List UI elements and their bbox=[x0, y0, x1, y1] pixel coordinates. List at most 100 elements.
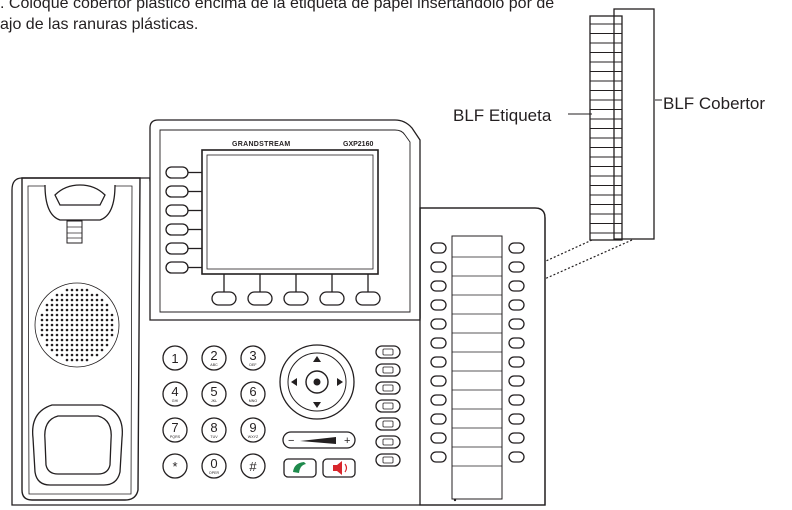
arrow-right-icon bbox=[337, 378, 343, 386]
blf-key-left-1[interactable] bbox=[430, 242, 447, 254]
keypad-digit: 8 bbox=[210, 420, 217, 435]
blf-key-right-3[interactable] bbox=[508, 280, 525, 292]
keypad-digit: 5 bbox=[210, 384, 217, 399]
blf-key-left-9[interactable] bbox=[430, 394, 447, 406]
mute-button[interactable] bbox=[375, 453, 401, 467]
blf-key-left-7[interactable] bbox=[430, 356, 447, 368]
speaker-grille bbox=[34, 282, 120, 368]
line-key-1[interactable] bbox=[165, 166, 202, 179]
blf-key-right-11[interactable] bbox=[508, 432, 525, 444]
instruction-line-1: . Coloque cobertor plástico encima de la… bbox=[0, 0, 555, 12]
blf-key-right-6[interactable] bbox=[508, 337, 525, 349]
keypad-letters: DEF bbox=[249, 363, 257, 367]
blf-key-right-1[interactable] bbox=[508, 242, 525, 254]
line-key-5[interactable] bbox=[165, 242, 202, 255]
conference-button[interactable] bbox=[375, 399, 401, 413]
handset bbox=[21, 177, 141, 501]
keypad-key-hash[interactable]: # bbox=[240, 453, 266, 479]
keypad-digit: 0 bbox=[210, 456, 217, 471]
blf-key-left-4[interactable] bbox=[430, 299, 447, 311]
soft-key-3[interactable] bbox=[283, 274, 309, 306]
blf-key-right-8[interactable] bbox=[508, 375, 525, 387]
instruction-text: . Coloque cobertor plástico encima de la… bbox=[0, 0, 780, 35]
arrow-up-icon bbox=[313, 356, 321, 362]
brand-logo: GRANDSTREAM bbox=[232, 141, 291, 148]
keypad-letters: GHI bbox=[172, 399, 178, 403]
line-key-2[interactable] bbox=[165, 185, 202, 198]
volume-plus-label: + bbox=[344, 435, 350, 447]
keypad-digit: 1 bbox=[171, 351, 178, 366]
keypad-key-star[interactable]: * bbox=[162, 453, 188, 479]
soft-key-5[interactable] bbox=[355, 274, 381, 306]
volume-minus-label: − bbox=[288, 435, 294, 447]
headset-button[interactable] bbox=[375, 435, 401, 449]
instruction-line-2: ajo de las ranuras plásticas. bbox=[0, 16, 199, 33]
blf-module bbox=[419, 207, 546, 506]
blf-key-right-9[interactable] bbox=[508, 394, 525, 406]
line-key-3[interactable] bbox=[165, 204, 202, 217]
keypad-digit: 7 bbox=[171, 420, 178, 435]
line-key-4[interactable] bbox=[165, 223, 202, 236]
model-label: GXP2160 bbox=[343, 141, 373, 148]
handset-icon bbox=[293, 462, 306, 473]
blf-key-left-10[interactable] bbox=[430, 413, 447, 425]
blf-key-right-4[interactable] bbox=[508, 299, 525, 311]
blf-key-left-11[interactable] bbox=[430, 432, 447, 444]
navigation-pad[interactable] bbox=[279, 344, 355, 420]
blf-key-left-12[interactable] bbox=[430, 451, 447, 463]
blf-etiqueta-label: BLF Etiqueta bbox=[453, 106, 552, 125]
speaker-icon bbox=[333, 461, 342, 475]
blf-paper-label bbox=[589, 15, 623, 241]
keypad-digit: 9 bbox=[249, 420, 256, 435]
keypad-letters: WXYZ bbox=[248, 435, 259, 439]
blf-key-right-12[interactable] bbox=[508, 451, 525, 463]
blf-key-right-2[interactable] bbox=[508, 261, 525, 273]
display-unit: GRANDSTREAM GXP2160 bbox=[149, 119, 421, 321]
soft-key-1[interactable] bbox=[211, 274, 237, 306]
volume-button[interactable]: − + bbox=[282, 431, 356, 449]
phonebook-button[interactable] bbox=[375, 363, 401, 377]
blf-key-left-8[interactable] bbox=[430, 375, 447, 387]
keypad-digit: * bbox=[172, 459, 177, 474]
keypad-digit: # bbox=[249, 459, 257, 474]
arrow-down-icon bbox=[313, 402, 321, 408]
keypad-digit: 2 bbox=[210, 348, 217, 363]
keypad-letters: PQRS bbox=[170, 435, 181, 439]
keypad-letters: OPER bbox=[209, 471, 220, 475]
blf-key-left-2[interactable] bbox=[430, 261, 447, 273]
keypad-digit: 4 bbox=[171, 384, 178, 399]
blf-key-right-5[interactable] bbox=[508, 318, 525, 330]
speaker-button[interactable] bbox=[322, 458, 356, 478]
blf-key-left-6[interactable] bbox=[430, 337, 447, 349]
keypad-digit: 3 bbox=[249, 348, 256, 363]
keypad-letters: MNO bbox=[249, 399, 258, 403]
soft-key-2[interactable] bbox=[247, 274, 273, 306]
blf-cobertor-label: BLF Cobertor bbox=[663, 94, 766, 113]
blf-plastic-cover bbox=[613, 8, 655, 240]
message-button[interactable] bbox=[375, 345, 401, 359]
keypad-letters: ABC bbox=[210, 363, 218, 367]
blf-key-left-3[interactable] bbox=[430, 280, 447, 292]
transfer-button[interactable] bbox=[375, 381, 401, 395]
blf-key-right-10[interactable] bbox=[508, 413, 525, 425]
hold-button[interactable] bbox=[375, 417, 401, 431]
keypad-letters: TUV bbox=[210, 435, 218, 439]
soft-key-4[interactable] bbox=[319, 274, 345, 306]
keypad-digit: 6 bbox=[249, 384, 256, 399]
arrow-left-icon bbox=[291, 378, 297, 386]
line-key-6[interactable] bbox=[165, 261, 202, 274]
blf-key-left-5[interactable] bbox=[430, 318, 447, 330]
blf-key-right-7[interactable] bbox=[508, 356, 525, 368]
send-button[interactable] bbox=[283, 458, 317, 478]
keypad-key-1[interactable]: 1 bbox=[162, 345, 188, 371]
